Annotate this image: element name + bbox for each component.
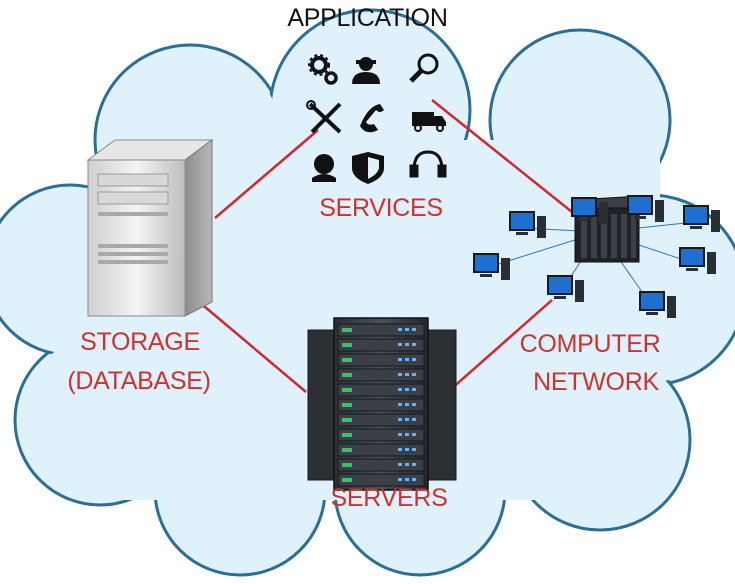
network-icon: [473, 195, 720, 318]
workstation-icon: [473, 253, 510, 280]
network-label-line1: COMPUTER: [519, 330, 661, 358]
headset-icon: [409, 150, 447, 178]
workstation-icon: [639, 291, 676, 318]
workstation-icon: [571, 197, 608, 224]
user-icon: [352, 57, 380, 84]
connector-lines: [191, 99, 573, 393]
truck-icon: [412, 112, 446, 132]
network-label-line2: NETWORK: [533, 368, 659, 396]
tools-icon: [306, 100, 342, 134]
service-icons-grid: [306, 53, 447, 184]
phone-icon: [360, 104, 384, 133]
servers-rack-icon: [307, 317, 457, 491]
connector-servers-network: [449, 299, 553, 391]
workstation-icon: [679, 247, 716, 274]
workstation-icon: [683, 205, 720, 232]
connector-storage-services: [214, 129, 319, 219]
workstation-icon: [547, 275, 584, 302]
servers-label: SERVERS: [330, 484, 448, 512]
search-icon: [409, 53, 439, 83]
workstation-icon: [627, 195, 664, 222]
workstation-icon: [509, 211, 546, 238]
gears-icon: [308, 54, 338, 85]
storage-label-line2: (DATABASE): [67, 367, 211, 395]
shield-icon: [352, 152, 384, 184]
connector-storage-servers: [191, 295, 307, 393]
connector-services-network: [431, 99, 573, 213]
storage-label-line1: STORAGE: [80, 328, 200, 356]
support-agent-icon: [312, 154, 336, 182]
application-title: APPLICATION: [287, 4, 448, 32]
services-label: SERVICES: [319, 194, 443, 222]
storage-tower-icon: [86, 139, 214, 317]
